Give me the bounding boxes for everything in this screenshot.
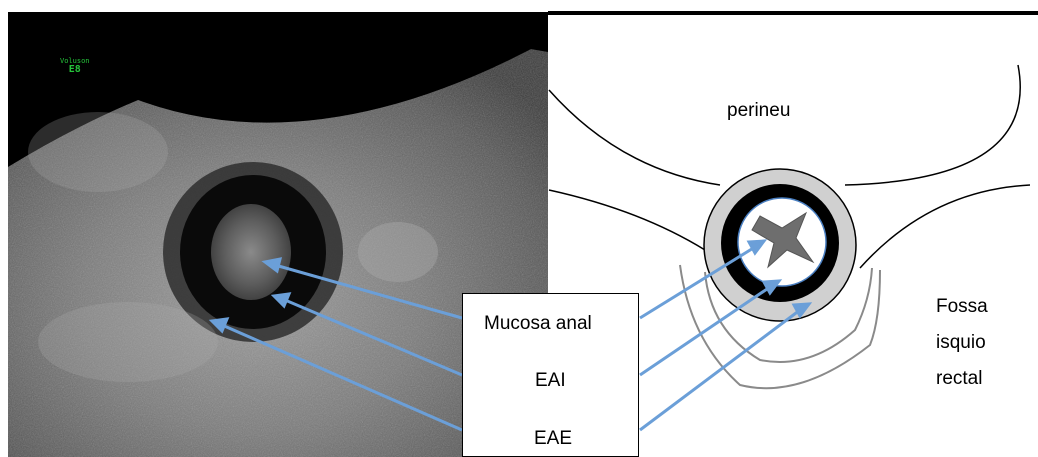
label-isquio: isquio — [936, 332, 986, 354]
label-eai: EAI — [535, 370, 566, 392]
arrow-eae-diag — [640, 310, 800, 430]
arrow-eae-us — [222, 325, 462, 430]
arrowhead-mucosa-us — [265, 259, 280, 271]
arrow-eai-diag — [640, 287, 770, 375]
perineum-right-curve — [845, 65, 1020, 185]
perineum-left-curve — [549, 90, 720, 185]
arrow-mucosa-us — [275, 265, 462, 318]
label-rectal: rectal — [936, 368, 982, 390]
label-mucosa-anal: Mucosa anal — [484, 313, 592, 335]
label-fossa: Fossa — [936, 296, 988, 318]
lower-right-curve — [860, 185, 1030, 268]
arrows-left — [212, 259, 462, 430]
arrowhead-eae-us — [212, 319, 227, 331]
arrowhead-eai-us — [274, 294, 289, 306]
label-eae: EAE — [534, 428, 572, 450]
label-perineu: perineu — [727, 100, 790, 122]
lower-left-curve — [549, 190, 705, 250]
